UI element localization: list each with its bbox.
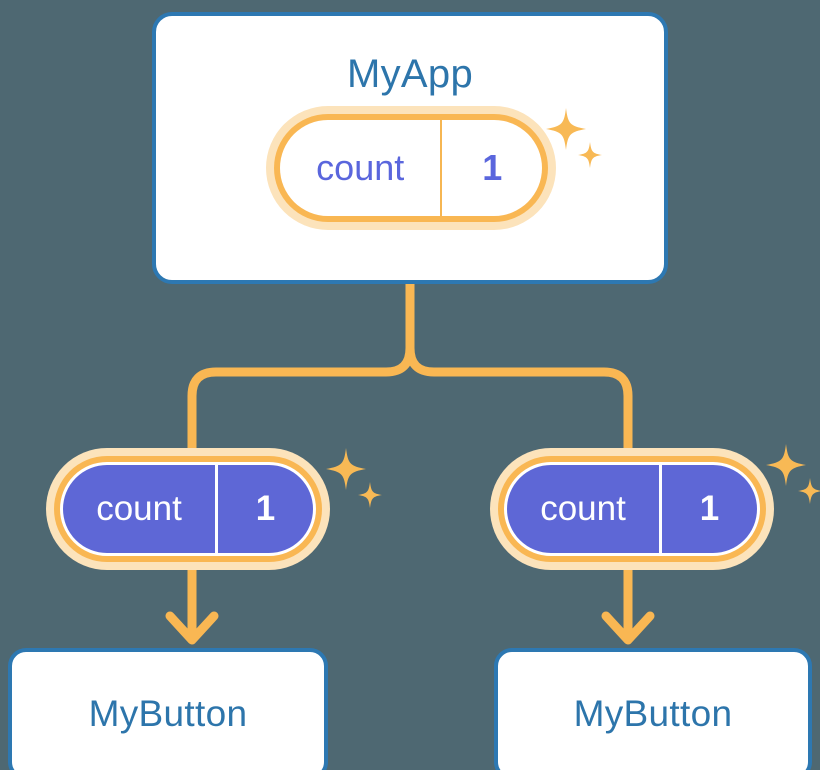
- state-pill-key: count: [507, 465, 662, 553]
- state-pill-child-right[interactable]: count 1: [490, 448, 774, 570]
- state-pill-value: 1: [482, 147, 503, 188]
- sparkle-icon: [766, 444, 806, 486]
- state-pill-ring: count 1: [498, 456, 766, 562]
- state-pill-key: count: [63, 465, 218, 553]
- component-card-mybutton-right[interactable]: MyButton: [494, 648, 812, 770]
- sparkle-icon: [798, 478, 820, 504]
- sparkle-icon: [358, 482, 382, 508]
- state-pill-body: count 1: [280, 120, 542, 216]
- arrow-down-icon: [601, 611, 655, 645]
- branch-connector-icon: [405, 343, 633, 457]
- component-card-label: MyButton: [88, 693, 248, 734]
- component-card-label: MyButton: [573, 693, 733, 734]
- component-card-mybutton-left[interactable]: MyButton: [8, 648, 328, 770]
- page-title: MyApp: [347, 52, 473, 96]
- sparkle-icon: [326, 448, 366, 490]
- state-pill-ring: count 1: [274, 114, 548, 222]
- branch-connector-icon: [187, 279, 415, 457]
- state-pill-body: count 1: [60, 462, 316, 556]
- sparkle-group-left: [326, 448, 382, 508]
- state-pill-value: 1: [255, 489, 276, 528]
- state-pill-root[interactable]: count 1: [266, 106, 556, 230]
- state-pill-ring: count 1: [54, 456, 322, 562]
- arrow-down-icon: [165, 611, 219, 645]
- state-pill-child-left[interactable]: count 1: [46, 448, 330, 570]
- state-pill-key: count: [280, 120, 443, 216]
- state-pill-value: 1: [699, 489, 720, 528]
- state-pill-body: count 1: [504, 462, 760, 556]
